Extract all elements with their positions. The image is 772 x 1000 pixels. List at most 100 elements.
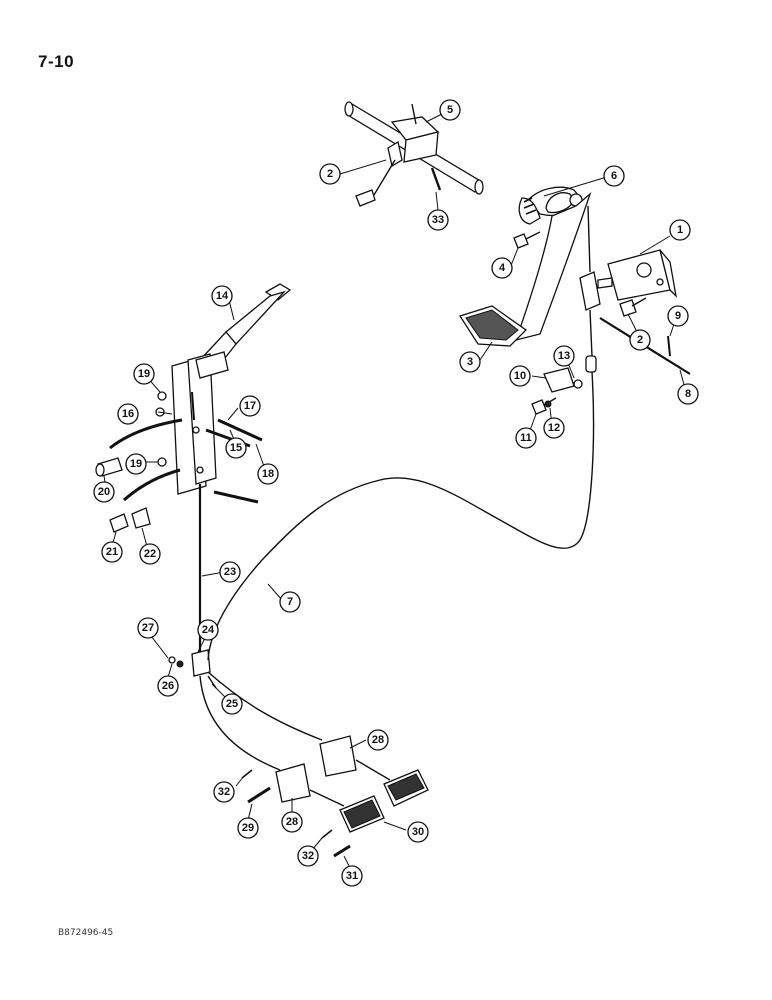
callout-label: 24 <box>202 624 215 636</box>
callout-15: 15 <box>225 437 247 459</box>
callout-label: 25 <box>226 698 238 710</box>
callout-label: 20 <box>98 486 110 498</box>
callout-8: 8 <box>677 383 699 405</box>
callout-25: 25 <box>221 693 243 715</box>
callout-label: 8 <box>685 388 691 400</box>
callout-label: 28 <box>372 734 384 746</box>
cotter-32-lower <box>321 829 333 839</box>
callout-label: 22 <box>144 548 156 560</box>
assembly-arrow-upper <box>109 418 183 450</box>
callout-9: 9 <box>667 305 689 327</box>
callout-label: 33 <box>432 214 444 226</box>
callout-label: 32 <box>218 786 230 798</box>
callout-17: 17 <box>239 395 261 417</box>
callout-28: 28 <box>367 729 389 751</box>
callout-label: 7 <box>287 596 293 608</box>
right-cable <box>207 671 323 741</box>
cable-clamp <box>531 367 583 415</box>
callout-2: 2 <box>629 329 651 351</box>
pedal-clevis <box>579 205 601 311</box>
pin-31 <box>333 844 351 858</box>
brake-shoe-lower <box>339 795 385 833</box>
left-cable <box>199 675 281 771</box>
callout-5: 5 <box>439 99 461 121</box>
callout-label: 1 <box>677 224 683 236</box>
callout-13: 13 <box>553 345 575 367</box>
callout-10: 10 <box>509 365 531 387</box>
callout-28: 28 <box>281 811 303 833</box>
brake-pedal <box>458 186 592 347</box>
callout-label: 4 <box>499 262 506 274</box>
callout-32: 32 <box>213 781 235 803</box>
nut-21 <box>109 513 129 533</box>
clip-22 <box>131 507 151 529</box>
callout-7: 7 <box>279 591 301 613</box>
callout-label: 21 <box>106 546 118 558</box>
callouts: 1 2 2 3 4 5 6 7 8 9 10 11 12 13 14 15 16… <box>93 99 699 887</box>
callout-label: 32 <box>302 850 314 862</box>
callout-label: 27 <box>142 622 154 634</box>
cotter-pin <box>667 335 671 357</box>
callout-label: 19 <box>138 368 150 380</box>
clevis-28-lower <box>275 763 345 807</box>
figure-code: B872496-45 <box>58 928 114 938</box>
callout-23: 23 <box>219 561 241 583</box>
callout-label: 23 <box>224 566 236 578</box>
washer-19-upper <box>157 391 167 401</box>
callout-label: 31 <box>346 870 358 882</box>
bolt-4 <box>513 231 541 249</box>
equalizer <box>168 649 217 689</box>
pin-29 <box>247 786 271 804</box>
callout-20: 20 <box>93 481 115 503</box>
lever-support-plate <box>171 351 229 495</box>
callout-label: 28 <box>286 816 298 828</box>
clevis-28-upper <box>319 735 391 781</box>
callout-label: 30 <box>412 826 424 838</box>
callout-2: 2 <box>319 163 341 185</box>
callout-label: 9 <box>675 310 681 322</box>
callout-label: 13 <box>558 350 570 362</box>
callout-33: 33 <box>427 209 449 231</box>
bushing-20 <box>95 457 123 477</box>
callout-26: 26 <box>157 675 179 697</box>
callout-label: 10 <box>514 370 526 382</box>
roll-pin <box>430 167 442 191</box>
callout-label: 17 <box>244 400 256 412</box>
callout-label: 15 <box>230 442 242 454</box>
bolt-upper <box>355 140 403 207</box>
washer-19-lower <box>157 457 167 467</box>
mounting-bracket <box>597 249 677 301</box>
callout-21: 21 <box>101 541 123 563</box>
pedal-cable <box>261 309 595 561</box>
callout-1: 1 <box>669 219 691 241</box>
cable-7 <box>207 559 263 661</box>
assembly-arrow-lower <box>123 468 181 502</box>
callout-19: 19 <box>133 363 155 385</box>
callout-18: 18 <box>257 463 279 485</box>
callout-label: 29 <box>242 822 254 834</box>
cross-shaft <box>344 101 484 195</box>
bolt-lower <box>619 297 647 317</box>
callout-3: 3 <box>459 351 481 373</box>
callout-label: 14 <box>216 290 229 302</box>
callout-11: 11 <box>515 427 537 449</box>
callout-label: 2 <box>637 334 643 346</box>
callout-24: 24 <box>197 619 219 641</box>
callout-label: 2 <box>327 168 333 180</box>
callout-16: 16 <box>117 403 139 425</box>
callout-4: 4 <box>491 257 513 279</box>
callout-32: 32 <box>297 845 319 867</box>
callout-label: 26 <box>162 680 174 692</box>
callout-label: 3 <box>467 356 473 368</box>
callout-27: 27 <box>137 617 159 639</box>
callout-29: 29 <box>237 817 259 839</box>
callout-label: 6 <box>611 170 617 182</box>
callout-14: 14 <box>211 285 233 307</box>
callout-label: 5 <box>447 104 453 116</box>
callout-6: 6 <box>603 165 625 187</box>
callout-label: 12 <box>548 422 560 434</box>
callout-31: 31 <box>341 865 363 887</box>
callout-12: 12 <box>543 417 565 439</box>
callout-19: 19 <box>125 453 147 475</box>
